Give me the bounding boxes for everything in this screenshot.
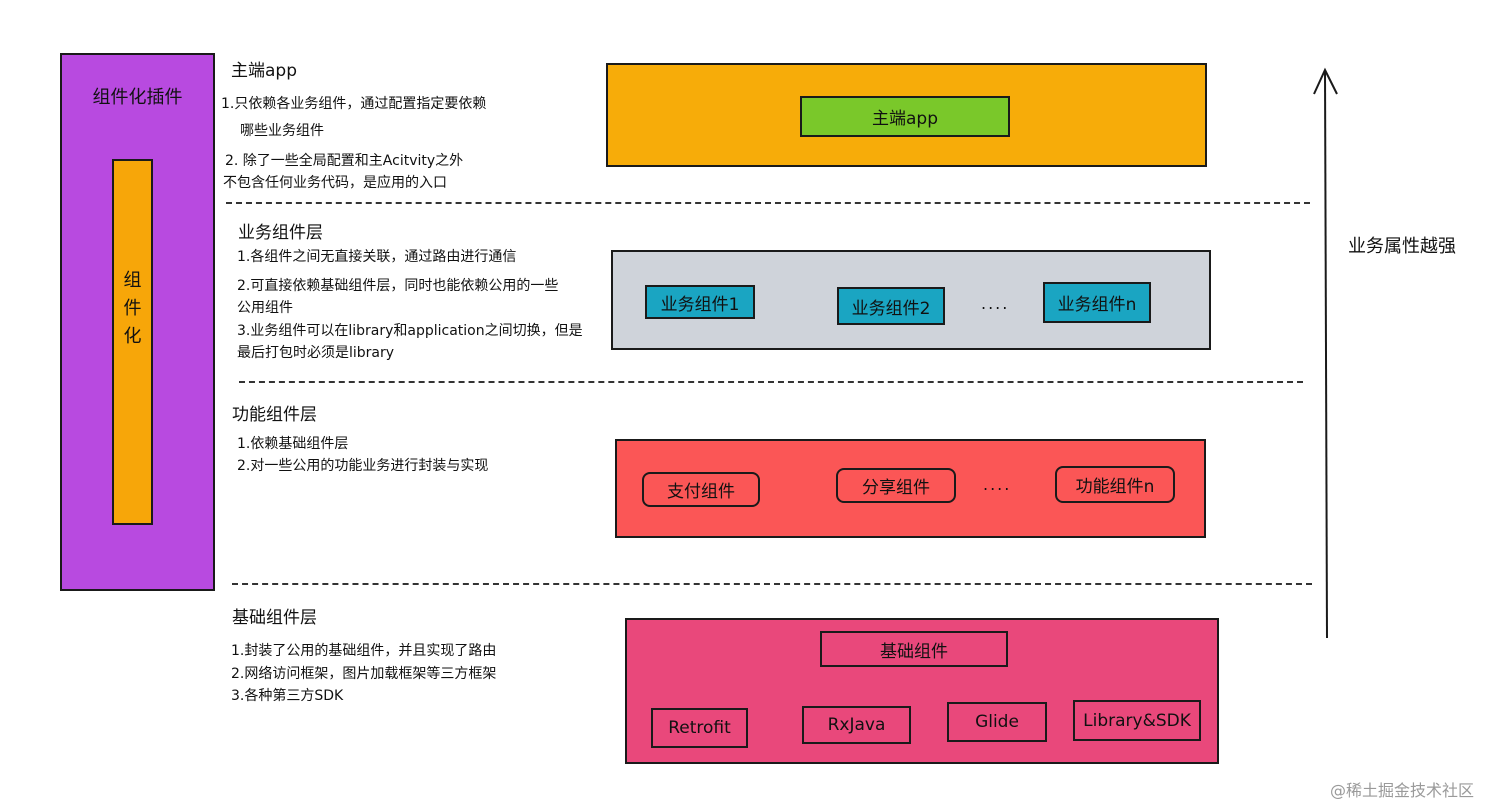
function-component-n: 功能组件n xyxy=(1055,466,1175,503)
app-main-block: 主端app xyxy=(800,96,1010,137)
base-note-2: 2.网络访问框架，图片加载框架等三方框架 xyxy=(231,666,497,682)
business-component-2: 业务组件2 xyxy=(837,287,945,325)
business-component-n: 业务组件n xyxy=(1043,282,1151,323)
function-ellipsis: .... xyxy=(983,475,1012,494)
app-note-1: 1.只依赖各业务组件，通过配置指定要依赖 xyxy=(221,96,487,112)
base-component-block: 基础组件 xyxy=(820,631,1008,667)
library-sdk-chip: Library&SDK xyxy=(1073,700,1201,741)
business-note-3b: 最后打包时必须是library xyxy=(237,345,395,361)
up-arrow-icon xyxy=(1313,67,1338,639)
business-note-2: 2.可直接依赖基础组件层，同时也能依赖公用的一些 xyxy=(237,278,559,294)
business-component-1: 业务组件1 xyxy=(645,285,755,319)
plugin-title: 组件化插件 xyxy=(92,87,183,108)
watermark: @稀土掘金技术社区 xyxy=(1330,781,1475,800)
plugin-inner-bar: 组 件 化 xyxy=(112,159,153,525)
function-note-2: 2.对一些公用的功能业务进行封装与实现 xyxy=(237,458,489,474)
function-layer-box: 支付组件 分享组件 .... 功能组件n xyxy=(615,439,1206,538)
payment-component: 支付组件 xyxy=(642,472,760,507)
glide-chip: Glide xyxy=(947,702,1047,742)
plugin-panel: 组件化插件 组 件 化 xyxy=(60,53,215,591)
business-layer-box: 业务组件1 业务组件2 .... 业务组件n xyxy=(611,250,1211,350)
business-note-2b: 公用组件 xyxy=(237,300,293,316)
business-note-1: 1.各组件之间无直接关联，通过路由进行通信 xyxy=(237,249,517,265)
app-layer-box: 主端app xyxy=(606,63,1207,167)
app-note-2b: 不包含任何业务代码，是应用的入口 xyxy=(223,175,447,191)
divider-1 xyxy=(226,202,1310,204)
function-layer-heading: 功能组件层 xyxy=(232,405,317,425)
base-note-3: 3.各种第三方SDK xyxy=(231,688,344,704)
business-ellipsis: .... xyxy=(981,294,1010,313)
plugin-inner-label: 组 件 化 xyxy=(123,270,142,347)
app-note-1b: 哪些业务组件 xyxy=(240,123,324,139)
rxjava-chip: RxJava xyxy=(802,706,911,744)
base-note-1: 1.封装了公用的基础组件，并且实现了路由 xyxy=(231,643,497,659)
app-note-2: 2. 除了一些全局配置和主Acitvity之外 xyxy=(225,153,464,169)
business-layer-heading: 业务组件层 xyxy=(238,223,323,243)
arrow-label: 业务属性越强 xyxy=(1348,236,1456,257)
divider-2 xyxy=(239,381,1303,383)
base-layer-heading: 基础组件层 xyxy=(232,608,317,628)
function-note-1: 1.依赖基础组件层 xyxy=(237,436,349,452)
retrofit-chip: Retrofit xyxy=(651,708,748,748)
base-layer-box: 基础组件 Retrofit RxJava Glide Library&SDK xyxy=(625,618,1219,764)
share-component: 分享组件 xyxy=(836,468,956,503)
divider-3 xyxy=(232,583,1312,585)
business-note-3: 3.业务组件可以在library和application之间切换，但是 xyxy=(237,323,583,339)
app-layer-heading: 主端app xyxy=(231,61,297,81)
